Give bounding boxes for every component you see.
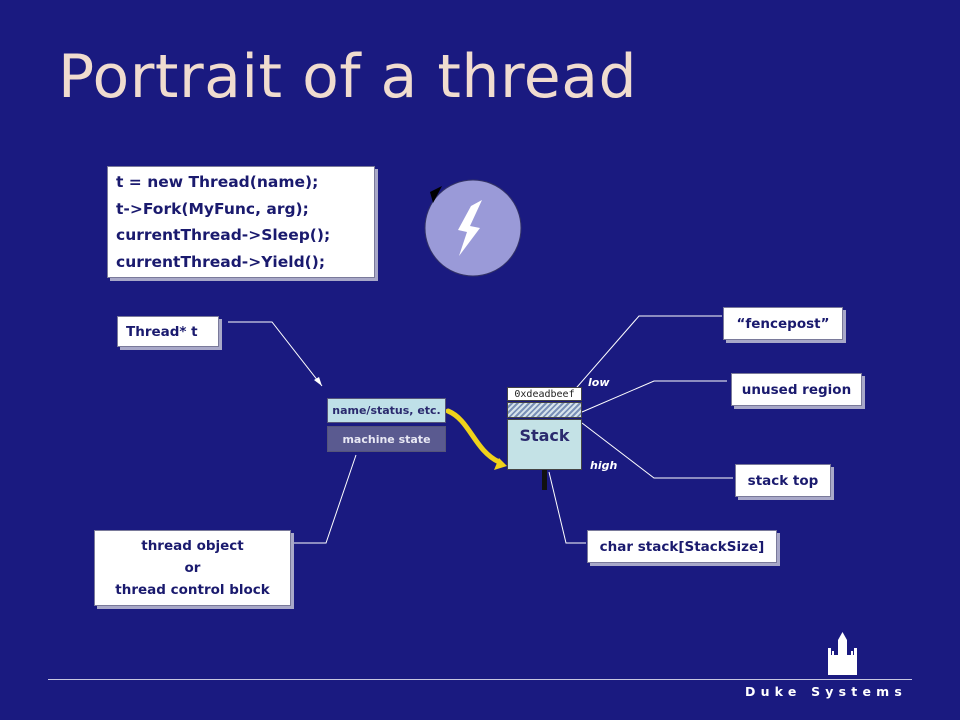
- tcb-desc-line-3: thread control block: [115, 582, 270, 598]
- tcb-desc-connector: [291, 454, 357, 544]
- slide-title: Portrait of a thread: [58, 42, 638, 112]
- thread-pointer-label-box: Thread* t: [117, 316, 219, 347]
- char-stack-label-box: char stack[StackSize]: [587, 530, 777, 563]
- unused-region-label-box: unused region: [731, 373, 862, 406]
- thread-ptr-arrowhead: [314, 377, 322, 386]
- stack-pointer-arrow: [445, 408, 502, 465]
- unused-region-connector: [581, 380, 727, 413]
- stack-deadbeef-cell: 0xdeadbeef: [507, 387, 582, 401]
- stack-top-label-box: stack top: [735, 464, 831, 497]
- code-line-yield: currentThread->Yield();: [116, 252, 326, 271]
- code-line-fork: t->Fork(MyFunc, arg);: [116, 199, 309, 218]
- stack-fencepost-region: [507, 402, 582, 418]
- code-line-new-thread: t = new Thread(name);: [116, 173, 319, 191]
- tcb-desc-line-1: thread object: [141, 538, 244, 554]
- stack-pointer-shaft: [542, 452, 547, 490]
- thread-pointer-label: Thread* t: [126, 323, 198, 340]
- low-label: low: [588, 376, 610, 389]
- tcb-desc-line-2: or: [184, 560, 201, 576]
- tcb-machine-state: machine state: [327, 426, 446, 452]
- thread-control-block-label-box: thread object or thread control block: [94, 530, 291, 606]
- stack-top-label: stack top: [747, 472, 819, 489]
- footer-divider: [48, 679, 912, 680]
- stack-pointer-arrowhead: [494, 458, 507, 470]
- stack-top-connector: [581, 422, 733, 479]
- high-label: high: [590, 459, 618, 472]
- thread-ptr-connector: [228, 321, 323, 387]
- code-box: t = new Thread(name); t->Fork(MyFunc, ar…: [107, 166, 375, 278]
- char-stack-label: char stack[StackSize]: [599, 538, 765, 555]
- tcb-name-status: name/status, etc.: [327, 398, 446, 423]
- fencepost-connector: [570, 315, 722, 395]
- fencepost-label: “fencepost”: [736, 315, 830, 332]
- unused-region-label: unused region: [741, 381, 852, 398]
- stack-body: Stack: [507, 419, 582, 470]
- char-stack-connector: [548, 471, 586, 544]
- lightning-bolt-icon: [458, 200, 482, 256]
- circle-arrowhead: [430, 186, 442, 203]
- code-line-sleep: currentThread->Sleep();: [116, 226, 331, 244]
- fencepost-label-box: “fencepost”: [723, 307, 843, 340]
- footer-org: Duke Systems: [745, 684, 907, 699]
- duke-chapel-logo-icon: [828, 632, 857, 675]
